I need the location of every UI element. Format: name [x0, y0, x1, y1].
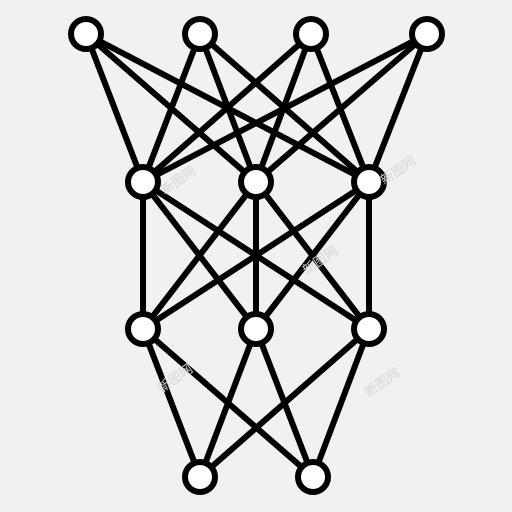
edge [140, 326, 203, 480]
nodes [68, 16, 445, 495]
node [293, 16, 329, 52]
edge [253, 179, 372, 332]
edge [83, 31, 146, 185]
edge [310, 326, 372, 480]
edge [140, 179, 259, 332]
edge [140, 31, 430, 185]
node [351, 164, 387, 200]
node [125, 164, 161, 200]
edge [140, 31, 314, 185]
node [238, 311, 274, 347]
edge [366, 31, 430, 185]
edge [140, 31, 203, 185]
edge [140, 179, 372, 332]
node [182, 16, 218, 52]
edge [197, 326, 372, 480]
edge [253, 31, 430, 185]
node [409, 16, 445, 52]
node [125, 311, 161, 347]
node [238, 164, 274, 200]
node [182, 459, 218, 495]
node [295, 459, 331, 495]
edge [197, 326, 259, 480]
node [68, 16, 104, 52]
edges [83, 31, 430, 480]
node [351, 311, 387, 347]
